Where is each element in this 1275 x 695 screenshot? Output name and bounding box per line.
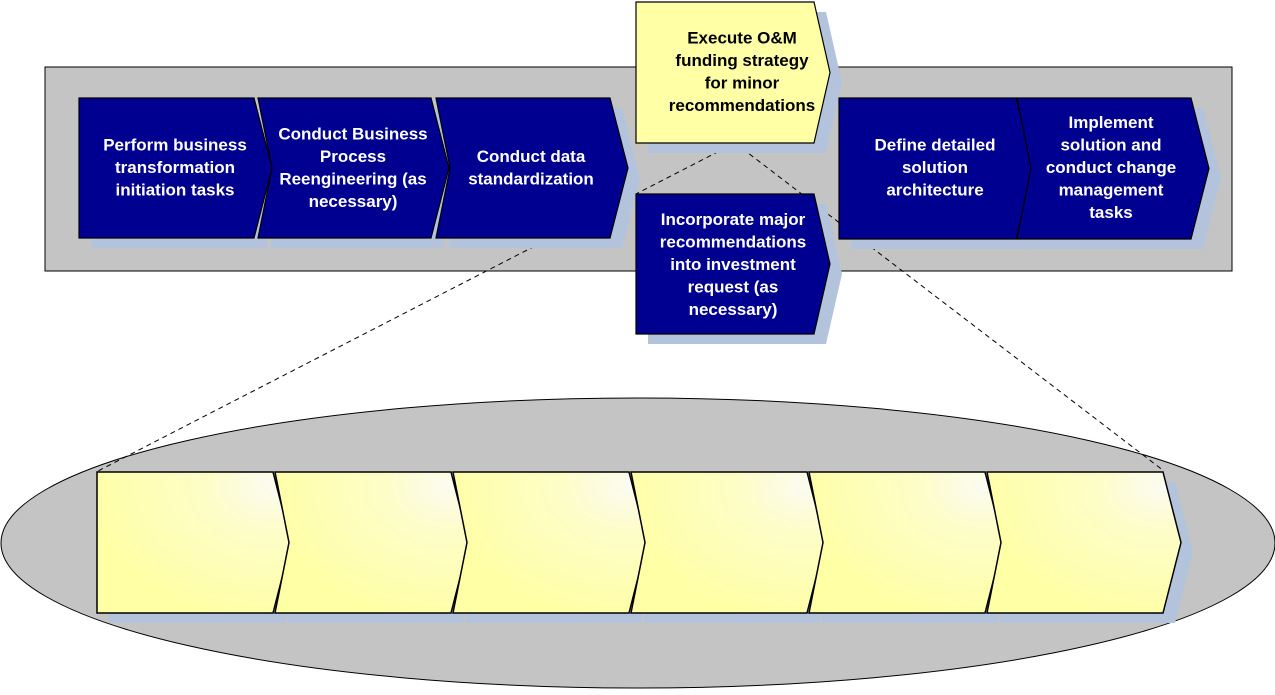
step-chevron (435, 97, 629, 239)
step-label-line: Define detailed (875, 136, 996, 155)
step-label-line: Conduct Business (278, 124, 427, 143)
detail-step (986, 471, 1193, 623)
step-label-line: Process (320, 147, 386, 166)
step-label-line: Perform business (103, 136, 247, 155)
step-label-line: recommendations (669, 96, 815, 115)
step-standardize: Conduct data standardization (435, 97, 640, 248)
step-label-line: necessary) (309, 192, 398, 211)
step-chevron (635, 1, 831, 144)
step-chevron (1016, 97, 1210, 240)
step-label-line: Conduct data (477, 147, 586, 166)
step-label-line: conduct change (1046, 158, 1176, 177)
step-execute: Execute O&M funding strategy for minor reco… (635, 1, 842, 153)
step-label-line: necessary) (689, 300, 778, 319)
step-perform: Perform business transformation initiation… (78, 97, 284, 248)
step-label-line: solution and (1060, 136, 1161, 155)
detail-step (808, 471, 1015, 623)
step-label: Conduct data standardization (468, 147, 594, 189)
detail-step (96, 471, 303, 623)
step-label-line: Incorporate major (661, 210, 806, 229)
step-label: Define detailed solution architecture (875, 136, 996, 200)
detail-step-chevron (808, 471, 1004, 614)
step-chevron (257, 97, 450, 239)
step-label: Perform business transformation initiation… (103, 136, 247, 200)
step-chevron (635, 193, 831, 335)
step-label: Implement solution and conduct change manag… (1046, 113, 1176, 222)
step-incorporate: Incorporate major recommendations into inv… (635, 193, 842, 344)
step-label-line: standardization (468, 169, 594, 188)
detail-step (274, 471, 481, 623)
step-label-line: Execute O&M (687, 28, 797, 47)
detail-step-chevron (986, 471, 1182, 614)
detail-step-chevron (96, 471, 292, 614)
detail-step-chevron (274, 471, 470, 614)
step-chevron (78, 97, 273, 239)
step-label-line: initiation tasks (115, 181, 234, 200)
step-label-line: management (1059, 181, 1164, 200)
step-label: Incorporate major recommendations into inv… (660, 210, 806, 319)
step-label-line: request (as (688, 278, 779, 297)
step-label-line: solution (902, 158, 968, 177)
step-label-line: transformation (115, 158, 235, 177)
step-implement: Implement solution and conduct change manag… (1016, 97, 1221, 249)
step-label-line: funding strategy (675, 51, 809, 70)
step-label-line: into investment (670, 255, 796, 274)
detail-step-chevron (630, 471, 826, 614)
detail-step (452, 471, 659, 623)
step-label-line: recommendations (660, 233, 806, 252)
detail-step (630, 471, 837, 623)
step-label-line: tasks (1089, 203, 1132, 222)
detail-step-chevron (452, 471, 648, 614)
step-label: Execute O&M funding strategy for minor reco… (669, 28, 815, 115)
step-label-line: for minor (705, 73, 780, 92)
step-label-line: architecture (886, 181, 983, 200)
step-label-line: Reengineering (as (279, 169, 426, 188)
step-label-line: Implement (1068, 113, 1153, 132)
step-define: Define detailed solution architecture (838, 97, 1046, 249)
